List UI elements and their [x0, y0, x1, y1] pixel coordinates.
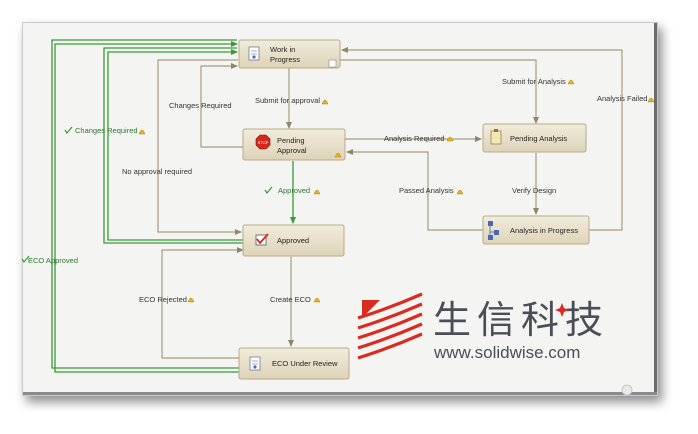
bell-icon: [456, 189, 464, 195]
canvas-edge-bottom: [23, 392, 657, 395]
bell-icon: [138, 129, 146, 135]
label-submit-for-approval: Submit for approval: [255, 96, 320, 105]
state-pending-approval-line1: Pending: [277, 136, 305, 145]
stop-icon: STOP: [255, 134, 271, 150]
solidwise-logo: [357, 292, 423, 360]
state-approved[interactable]: Approved: [242, 224, 345, 257]
label-approved: Approved: [278, 186, 310, 195]
label-analysis-required: Analysis Required: [384, 134, 444, 143]
bell-icon: [313, 189, 321, 195]
state-approved-label: Approved: [277, 236, 309, 245]
watermark-url: www.solidwise.com: [433, 343, 580, 362]
state-work-in-progress-line1: Work in: [270, 45, 295, 54]
label-changes-required-inner: Changes Required: [169, 101, 232, 110]
watermark-chinese: 生信科技: [433, 298, 609, 342]
bell-icon: [321, 99, 329, 105]
edge-eco-rejected: [161, 247, 244, 359]
bell-icon: [313, 297, 321, 303]
hierarchy-icon: [488, 221, 499, 240]
state-pending-analysis-label: Pending Analysis: [510, 134, 567, 143]
edge-changes-required-outer-2: [103, 47, 243, 244]
state-analysis-in-progress[interactable]: Analysis in Progress: [482, 215, 590, 245]
sparkle-icon: [555, 303, 569, 317]
workflow-canvas: [22, 22, 658, 396]
state-pending-approval-line2: Approval: [277, 146, 307, 155]
clipboard-icon: [490, 129, 502, 145]
state-work-in-progress-line2: Progress: [270, 55, 300, 64]
bell-icon: [647, 97, 655, 103]
state-pending-approval[interactable]: STOP Pending Approval: [242, 128, 346, 161]
edge-analysis-failed: [341, 47, 623, 231]
label-passed-analysis: Passed Analysis: [399, 186, 454, 195]
bell-icon: [567, 79, 575, 85]
edge-changes-required-outer: [107, 49, 243, 241]
label-changes-required-outer: Changes Required: [75, 126, 138, 135]
edge-no-approval-required: [157, 59, 242, 235]
checkbox-checked-icon: [255, 233, 269, 246]
label-create-eco: Create ECO: [270, 295, 311, 304]
checkmark-icon: [21, 255, 30, 264]
status-corner-icon: [621, 384, 633, 396]
edge-passed-analysis: [346, 149, 483, 231]
edge-eco-approved: [54, 41, 239, 373]
edge-changes-required-inner: [200, 63, 243, 148]
checkmark-icon: [264, 186, 273, 195]
note-icon: [328, 59, 337, 68]
document-icon: [248, 46, 260, 61]
canvas-edge-right: [654, 23, 657, 395]
label-submit-for-analysis: Submit for Analysis: [502, 77, 566, 86]
state-eco-under-review-label: ECO Under Review: [272, 359, 338, 368]
state-pending-analysis[interactable]: Pending Analysis: [482, 123, 587, 153]
svg-text:STOP: STOP: [258, 140, 269, 145]
label-no-approval-required: No approval required: [122, 167, 192, 176]
label-verify-design: Verify Design: [512, 186, 556, 195]
edge-submit-for-analysis: [340, 59, 539, 124]
bell-icon: [334, 152, 342, 158]
label-eco-approved: ECO Approved: [28, 256, 78, 265]
bell-icon: [187, 297, 195, 303]
document-icon: [249, 356, 261, 371]
state-analysis-in-progress-label: Analysis in Progress: [510, 226, 578, 235]
state-work-in-progress[interactable]: Work in Progress: [238, 39, 341, 69]
state-eco-under-review[interactable]: ECO Under Review: [238, 347, 350, 380]
label-analysis-failed: Analysis Failed: [597, 94, 647, 103]
label-eco-rejected: ECO Rejected: [139, 295, 187, 304]
checkmark-icon: [64, 126, 73, 135]
edge-eco-approved-2: [51, 39, 239, 369]
bell-icon: [446, 136, 454, 142]
